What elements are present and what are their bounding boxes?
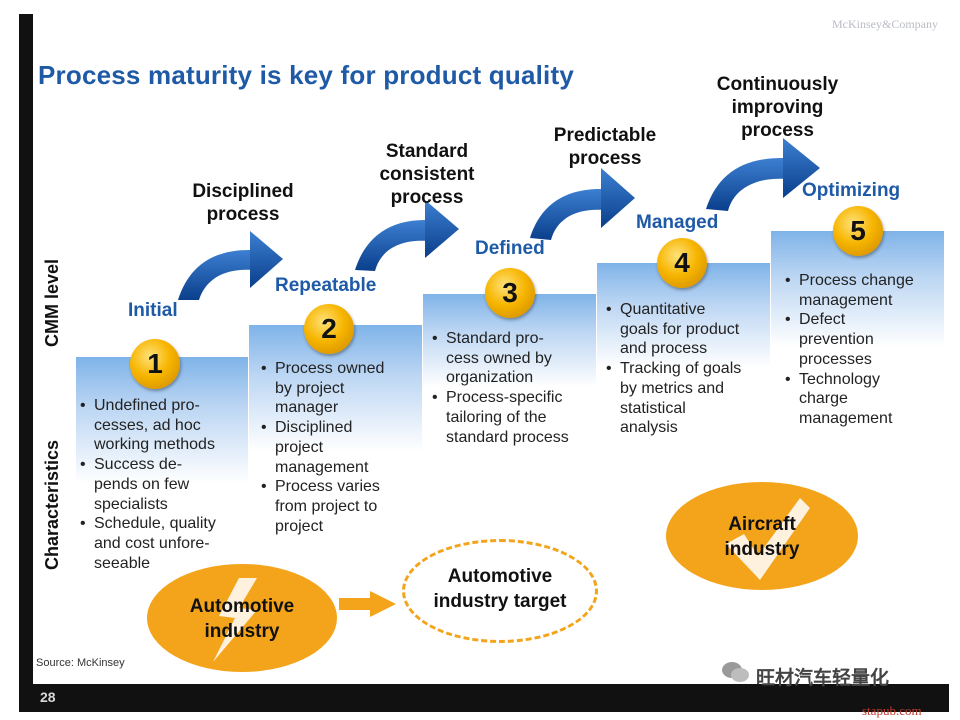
characteristic-item: Process owned by project manager (261, 359, 421, 418)
brand-logo: McKinsey&Company (832, 17, 938, 31)
characteristic-item: Process varies from project to project (261, 477, 421, 536)
page-number: 28 (40, 689, 56, 705)
characteristics-list-4: Quantitative goals for product and proce… (606, 300, 768, 438)
characteristic-item: Tracking of goals by metrics and statist… (606, 359, 768, 438)
characteristic-item: Undefined pro- cesses, ad hoc working me… (80, 396, 245, 455)
level-name-1: Initial (128, 300, 178, 321)
characteristics-list-1: Undefined pro- cesses, ad hoc working me… (80, 396, 245, 573)
level-number-3: 3 (485, 268, 535, 318)
level-number-5: 5 (833, 206, 883, 256)
characteristic-item: Standard pro- cess owned by organization (432, 329, 594, 388)
aircraft-industry-oval: Aircraft industry (666, 482, 858, 590)
automotive-target-oval: Automotive industry target (402, 539, 598, 643)
watermark-text: 旺材汽车轻量化 (756, 668, 890, 689)
characteristic-item: Success de- pends on few specialists (80, 455, 245, 514)
transition-label-2: Standard consistent process (379, 141, 475, 208)
level-name-4: Managed (636, 212, 719, 233)
characteristic-item: Defect prevention processes (785, 310, 945, 369)
transition-label-4: Continuously improving process (716, 74, 839, 141)
left-bar (19, 14, 33, 686)
characteristic-item: Process change management (785, 271, 945, 310)
characteristic-item: Schedule, quality and cost unfore- seeab… (80, 514, 245, 573)
checkmark-icon (726, 498, 810, 580)
footer-bar (19, 684, 949, 712)
characteristic-item: Quantitative goals for product and proce… (606, 300, 768, 359)
lightning-icon (213, 578, 257, 662)
level-name-3: Defined (475, 238, 545, 259)
characteristics-list-3: Standard pro- cess owned by organization… (432, 329, 594, 447)
characteristic-item: Process-specific tailoring of the standa… (432, 388, 594, 447)
level-name-2: Repeatable (275, 275, 377, 296)
level-name-5: Optimizing (802, 180, 901, 201)
characteristic-item: Technology charge management (785, 370, 945, 429)
site-watermark: stapub.com (862, 703, 922, 718)
characteristics-list-5: Process change management Defect prevent… (785, 271, 945, 429)
level-number-4: 4 (657, 238, 707, 288)
automotive-to-target-arrow-icon (339, 591, 396, 617)
arrow-1-2-icon (178, 231, 283, 300)
wechat-icon (722, 662, 749, 682)
source-note: Source: McKinsey (36, 657, 125, 669)
arrow-3-4-icon (530, 168, 635, 240)
page-title: Process maturity is key for product qual… (38, 60, 574, 90)
characteristic-item: Disciplined project management (261, 418, 421, 477)
arrow-4-5-icon (706, 138, 820, 211)
automotive-industry-oval: Automotive industry (147, 564, 337, 672)
aircraft-industry-label: Aircraft industry (724, 514, 800, 560)
level-number-1: 1 (130, 339, 180, 389)
arrow-2-3-icon (355, 200, 459, 271)
level-number-2: 2 (304, 304, 354, 354)
characteristics-list-2: Process owned by project manager Discipl… (261, 359, 421, 536)
transition-label-1: Disciplined process (192, 181, 294, 225)
automotive-target-label: Automotive industry target (433, 566, 567, 612)
automotive-industry-label: Automotive industry (189, 596, 295, 642)
transition-label-3: Predictable process (553, 125, 657, 169)
